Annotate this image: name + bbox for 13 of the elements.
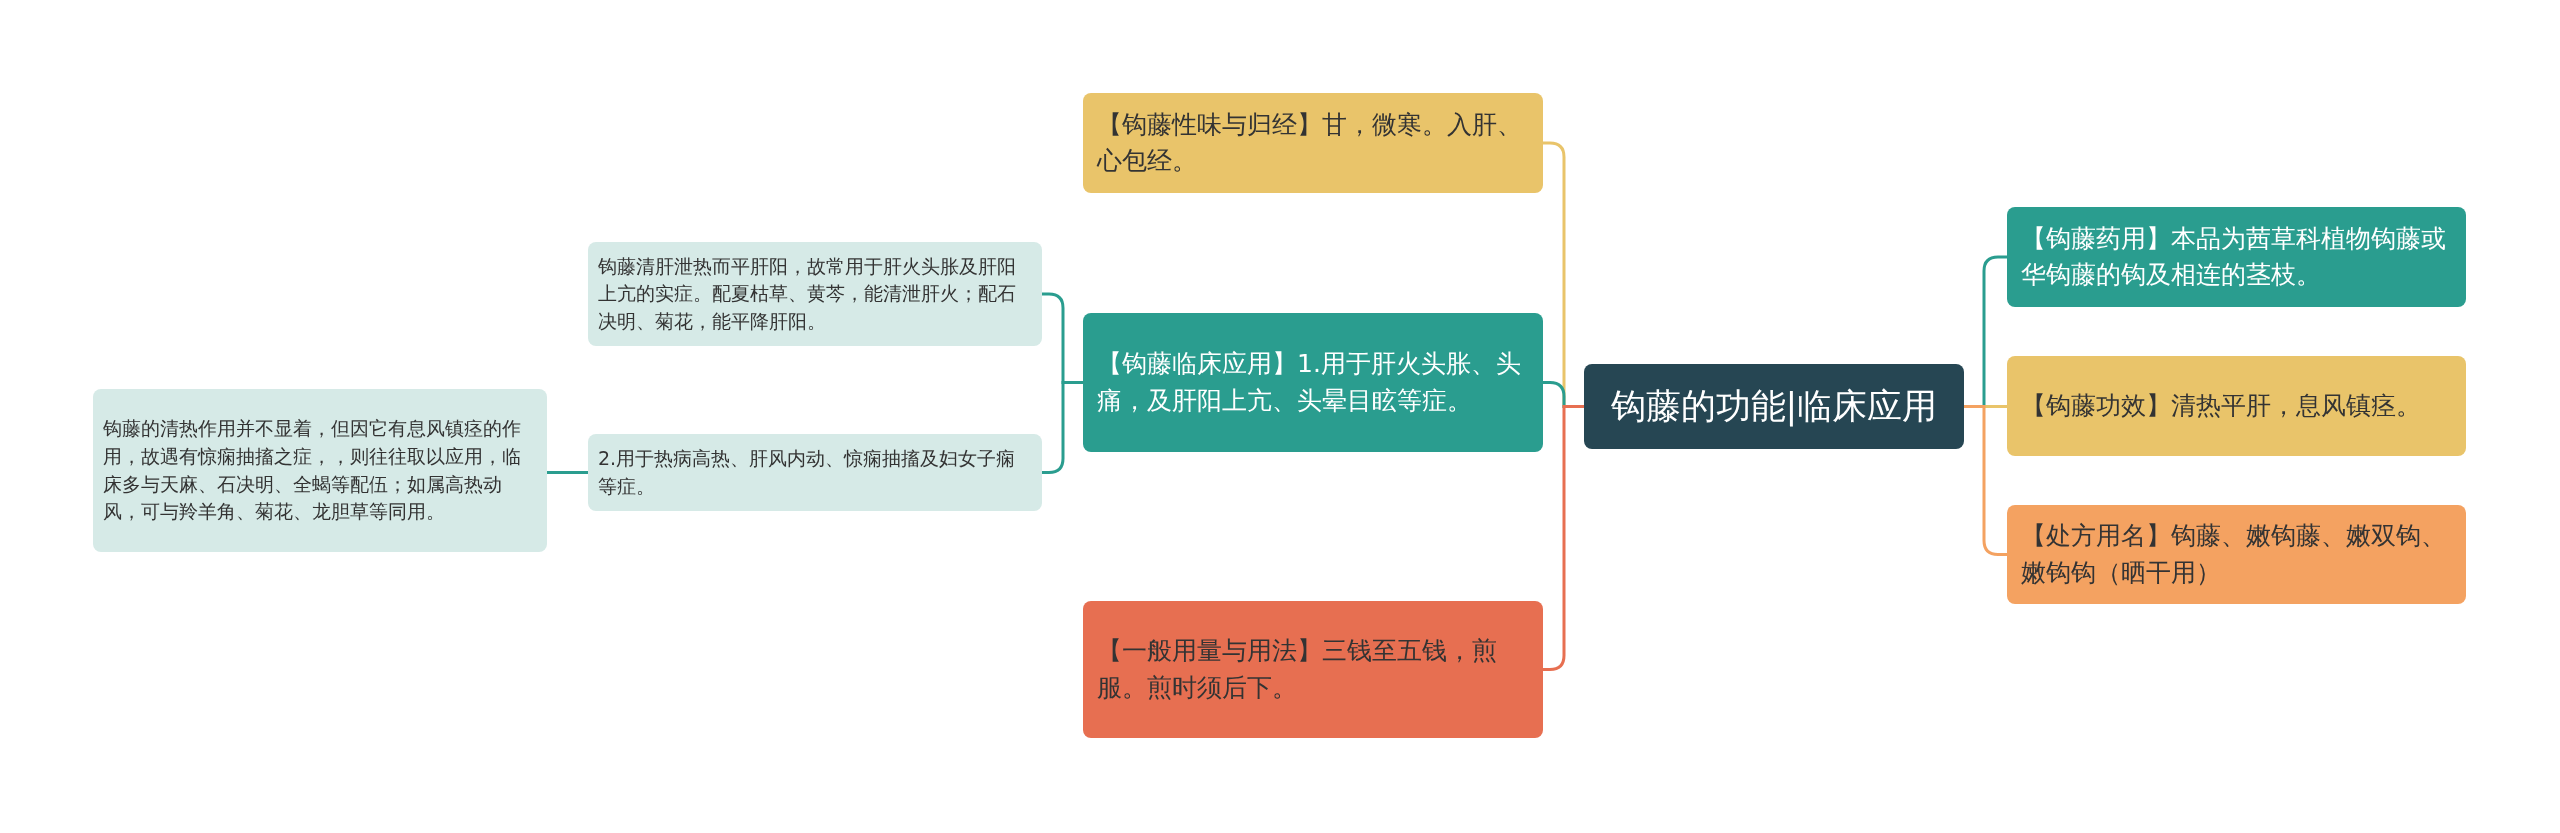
topic-box: 【钩藤功效】清热平肝，息风镇痉。 [2007, 356, 2466, 456]
topic-box: 2.用于热病高热、肝风内动、惊痫抽搐及妇女子痫等症。 [588, 434, 1042, 511]
topic-box: 钩藤的功能|临床应用 [1584, 364, 1964, 449]
topic-box: 【钩藤性味与归经】甘，微寒。入肝、心包经。 [1083, 93, 1543, 193]
connector [1964, 405, 2007, 556]
connector [547, 471, 588, 474]
topic-box: 【处方用名】钩藤、嫩钩藤、嫩双钩、嫩钩钩（晒干用） [2007, 505, 2466, 604]
topic-box: 【钩藤药用】本品为茜草科植物钩藤或华钩藤的钩及相连的茎枝。 [2007, 207, 2466, 307]
topic-box: 钩藤清肝泄热而平肝阳，故常用于肝火头胀及肝阳上亢的实症。配夏枯草、黄芩，能清泄肝火；配石决明、菊花，能平降肝阳。 [588, 242, 1042, 346]
connector [1543, 405, 1584, 671]
topic-box: 钩藤的清热作用并不显着，但因它有息风镇痉的作用，故遇有惊痫抽搐之症，，则往往取以应用，临床多与天麻、石决明、全蝎等配伍；如属高热动风，可与羚羊角、菊花、龙胆草等同用。 [93, 389, 547, 552]
topic-box: 【钩藤临床应用】1.用于肝火头胀、头痛，及肝阳上亢、头晕目眩等症。 [1083, 313, 1543, 452]
topic-box: 【一般用量与用法】三钱至五钱，煎服。煎时须后下。 [1083, 601, 1543, 738]
